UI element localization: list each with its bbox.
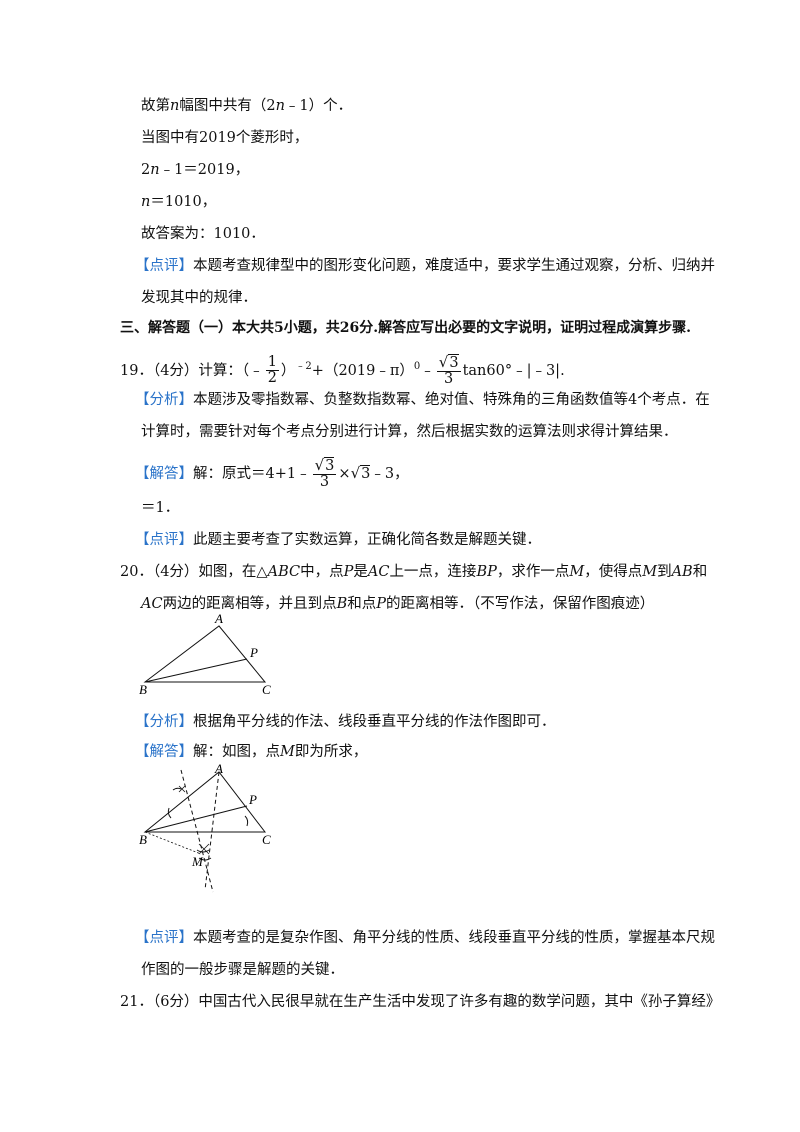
q19-review: 【点评】此题主要考查了实数运算，正确化简各数是解题关键． (135, 532, 541, 548)
q19-answer-result: ＝1． (141, 500, 180, 516)
q21-stem: 21．（6分）中国古代入民很早就在生产生活中发现了许多有趣的数学问题，其中《孙子… (120, 994, 721, 1010)
prev-review: 【点评】本题考查规律型中的图形变化问题，难度适中，要求学生通过观察，分析、归纳并 (135, 258, 715, 274)
prev-line-5: 故答案为：1010． (141, 226, 265, 242)
q20-answer: 【解答】解：如图，点M即为所求， (135, 744, 368, 760)
label-P: P (249, 645, 258, 660)
label-A: A (214, 612, 223, 626)
prev-line-4: n＝1010， (141, 194, 217, 210)
label-B: B (139, 682, 147, 696)
q20-stem-2: AC两边的距离相等，并且到点B和点P的距离相等．（不写作法，保留作图痕迹） (141, 596, 655, 612)
label-M: M (191, 854, 204, 869)
label-C: C (262, 682, 271, 696)
label-C: C (262, 832, 271, 847)
review-tag: 【点评】 (135, 258, 193, 274)
prev-line-1: 故第n幅图中共有（2n﹣1）个． (141, 98, 353, 114)
prev-line-3: 2n﹣1＝2019， (141, 162, 250, 178)
section-heading: 三、解答题（一）本大共5小题，共26分.解答应写出必要的文字说明，证明过程成演算… (120, 320, 691, 336)
label-B: B (139, 832, 147, 847)
q19-analysis-cont: 计算时，需要针对每个考点分别进行计算，然后根据实数的运算法则求得计算结果． (141, 424, 678, 440)
prev-line-2: 当图中有2019个菱形时， (141, 130, 309, 146)
triangle-figure: A B C P (139, 612, 271, 696)
prev-review-cont: 发现其中的规律． (141, 290, 257, 306)
q19-analysis: 【分析】本题涉及零指数幂、负整数指数幂、绝对值、特殊角的三角函数值等4个考点．在 (135, 392, 710, 408)
label-P: P (248, 792, 257, 807)
q20-review-cont: 作图的一般步骤是解题的关键． (141, 962, 344, 978)
q20-stem-1: 20．（4分）如图，在△ABC中，点P是AC上一点，连接BP，求作一点M，使得点… (120, 564, 708, 580)
q20-analysis: 【分析】根据角平分线的作法、线段垂直平分线的作法作图即可． (135, 714, 556, 730)
construction-figure: A B C P M (139, 764, 271, 893)
label-A: A (214, 764, 223, 776)
q20-review: 【点评】本题考查的是复杂作图、角平分线的性质、线段垂直平分线的性质，掌握基本尺规 (135, 930, 715, 946)
